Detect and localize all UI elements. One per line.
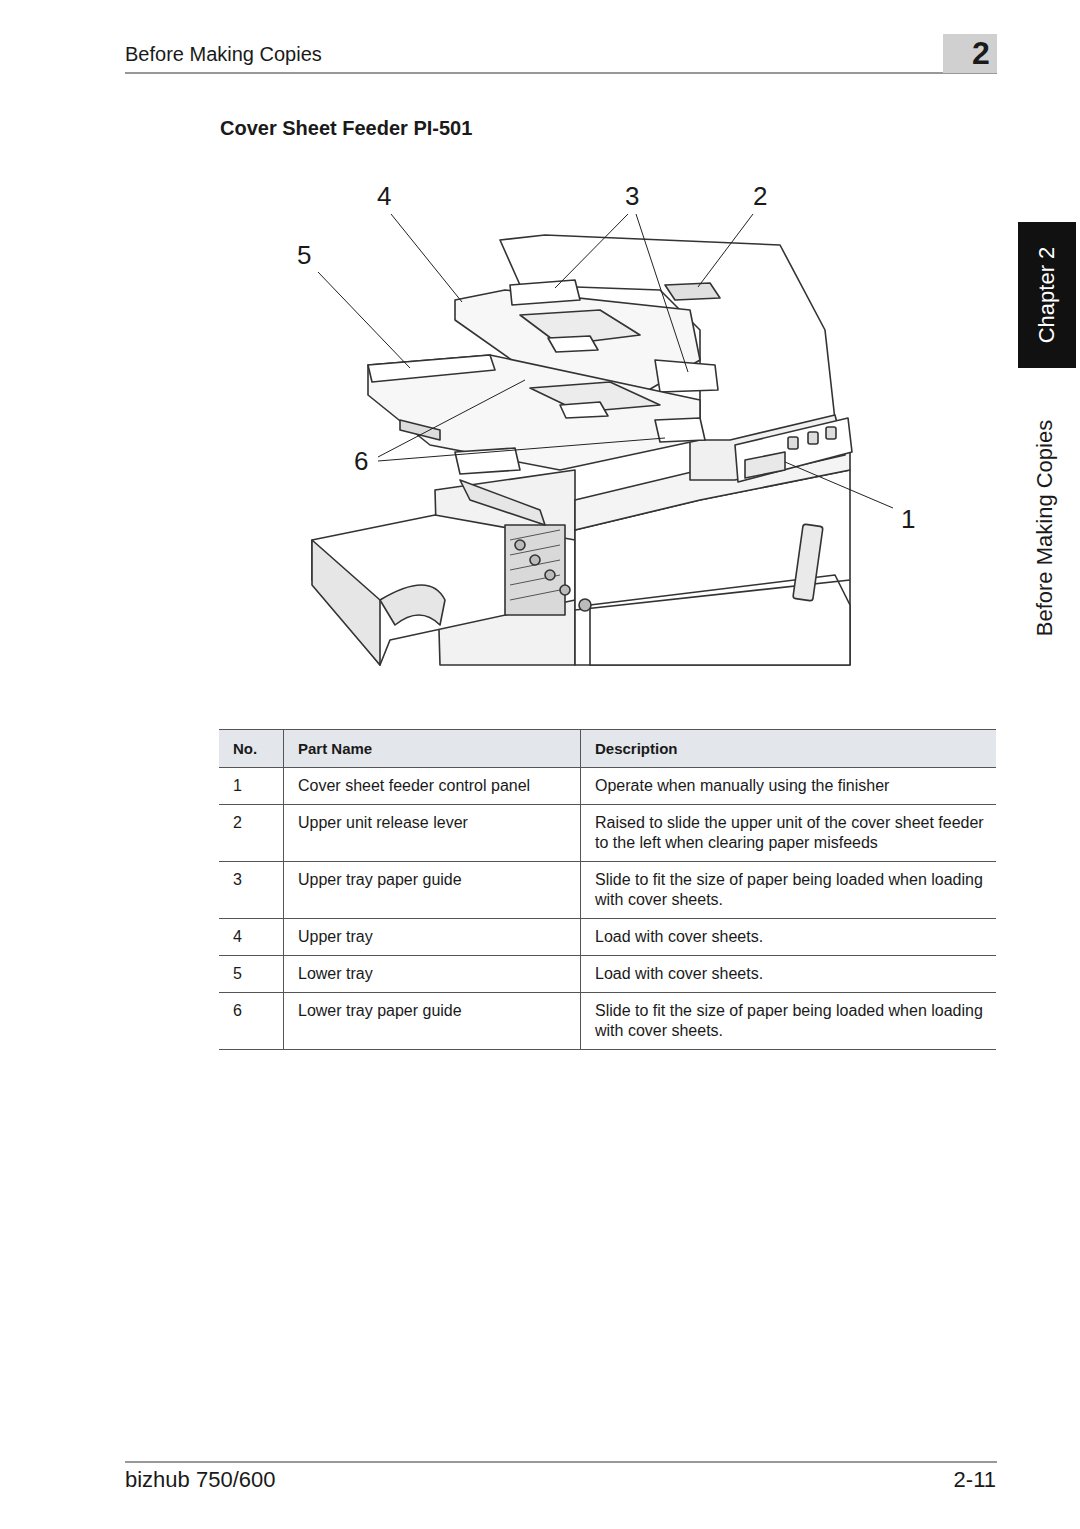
table-cell: Load with cover sheets.: [581, 956, 997, 993]
table-cell: No.: [219, 730, 284, 768]
cell-text: 2: [233, 814, 242, 831]
cell-text: Operate when manually using the finisher: [595, 777, 889, 794]
table-cell: Upper tray: [284, 919, 581, 956]
table-cell: Upper unit release lever: [284, 805, 581, 862]
table-row: 3 Upper tray paper guide Slide to fit the …: [219, 862, 996, 919]
table-cell: Description: [581, 730, 997, 768]
table-row: 6 Lower tray paper guide Slide to fit the …: [219, 993, 996, 1050]
table-cell: Raised to slide the upper unit of the co…: [581, 805, 997, 862]
cell-text: 5: [233, 965, 242, 982]
cell-text: 3: [233, 871, 242, 888]
column-heading: No.: [233, 740, 257, 757]
table-row: 4 Upper tray Load with cover sheets.: [219, 919, 996, 956]
cell-text: Raised to slide the upper unit of the co…: [595, 814, 984, 851]
chapter-tab: [1018, 222, 1076, 368]
table-cell: Load with cover sheets.: [581, 919, 997, 956]
column-heading: Description: [595, 740, 678, 757]
chapter-tab-text: Chapter 2: [1034, 247, 1060, 344]
cell-text: Slide to fit the size of paper being loa…: [595, 1002, 983, 1039]
table-cell: Cover sheet feeder control panel: [284, 768, 581, 805]
table-row: 2 Upper unit release lever Raised to slide…: [219, 805, 996, 862]
cell-text: 1: [233, 777, 242, 794]
cell-text: Slide to fit the size of paper being loa…: [595, 871, 983, 908]
table-cell: Lower tray: [284, 956, 581, 993]
side-section-text: Before Making Copies: [1032, 420, 1058, 636]
cell-text: Load with cover sheets.: [595, 965, 763, 982]
cell-text: 4: [233, 928, 242, 945]
footer-rule: [125, 1462, 997, 1463]
cell-text: Load with cover sheets.: [595, 928, 763, 945]
table-cell: 2: [219, 805, 284, 862]
leader-lines: [318, 214, 893, 508]
callout-number: 4: [377, 181, 391, 212]
table-cell: Part Name: [284, 730, 581, 768]
running-header: Before Making Copies: [125, 43, 322, 66]
callout-number: 1: [901, 504, 915, 535]
chapter-number: 2: [972, 35, 990, 72]
callout-number: 3: [625, 181, 639, 212]
header-rule: [125, 73, 997, 74]
table-cell: 3: [219, 862, 284, 919]
footer-model: bizhub 750/600: [125, 1467, 275, 1493]
page-number: 2-11: [954, 1467, 996, 1493]
table-cell: Operate when manually using the finisher: [581, 768, 997, 805]
feeder-illustration: [312, 235, 852, 665]
table-cell: 6: [219, 993, 284, 1050]
table-row: 1 Cover sheet feeder control panel Operate…: [219, 768, 996, 805]
table-cell: 1: [219, 768, 284, 805]
table-cell: 5: [219, 956, 284, 993]
table-row: 5 Lower tray Load with cover sheets.: [219, 956, 996, 993]
table-cell: 4: [219, 919, 284, 956]
table-cell: Slide to fit the size of paper being loa…: [581, 993, 997, 1050]
section-title: Cover Sheet Feeder PI-501: [220, 117, 472, 140]
cell-text: Lower tray: [298, 965, 373, 982]
chapter-box: [943, 34, 997, 73]
table-cell: Upper tray paper guide: [284, 862, 581, 919]
cell-text: Upper tray: [298, 928, 373, 945]
cell-text: Cover sheet feeder control panel: [298, 777, 530, 794]
table-cell: Lower tray paper guide: [284, 993, 581, 1050]
column-heading: Part Name: [298, 740, 372, 757]
cell-text: Upper unit release lever: [298, 814, 468, 831]
table-header-row: No. Part Name Description: [219, 730, 996, 768]
cell-text: 6: [233, 1002, 242, 1019]
callout-number: 5: [297, 240, 311, 271]
parts-table: No. Part Name Description 1 Cover sheet feed…: [219, 729, 996, 1050]
table-cell: Slide to fit the size of paper being loa…: [581, 862, 997, 919]
cell-text: Lower tray paper guide: [298, 1002, 462, 1019]
callout-number: 6: [354, 446, 368, 477]
cell-text: Upper tray paper guide: [298, 871, 462, 888]
callout-number: 2: [753, 181, 767, 212]
